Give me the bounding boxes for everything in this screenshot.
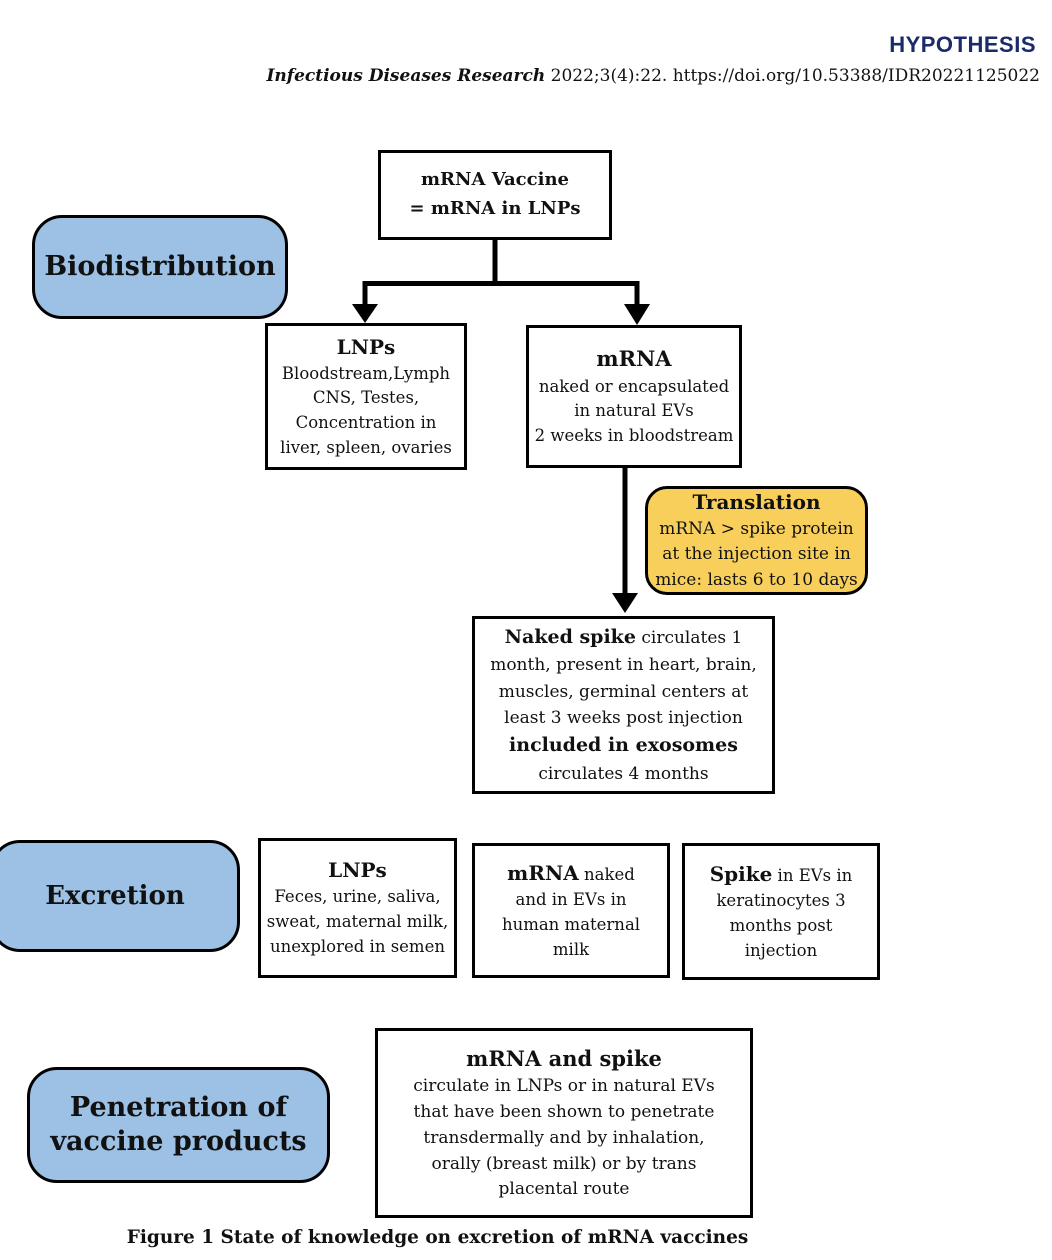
node-line: milk bbox=[552, 939, 590, 959]
node-mrna-vaccine: mRNA Vaccine = mRNA in LNPs bbox=[378, 150, 612, 240]
node-line: in natural EVs bbox=[574, 401, 694, 421]
node-title: LNPs bbox=[328, 858, 387, 883]
stage-label-text: Excretion bbox=[45, 880, 185, 911]
node-line: Bloodstream,Lymph bbox=[281, 363, 451, 383]
node-naked-spike: Naked spike circulates 1 month, present … bbox=[472, 616, 775, 794]
node-line: months post bbox=[729, 916, 833, 936]
arrowhead-down bbox=[612, 593, 638, 613]
arrowhead-left bbox=[352, 304, 378, 323]
node-bold-line: included in exosomes bbox=[509, 734, 738, 757]
node-mrna-excretion: mRNA naked and in EVs in human maternal … bbox=[472, 843, 670, 978]
citation-details: 2022;3(4):22. https://doi.org/10.53388/I… bbox=[545, 66, 1040, 86]
node-line: CNS, Testes, bbox=[312, 388, 420, 408]
node-title: LNPs bbox=[336, 334, 396, 359]
node-mrna-biodistribution: mRNA naked or encapsulated in natural EV… bbox=[526, 325, 742, 468]
node-bold-text: Spike bbox=[709, 862, 773, 887]
journal-name: Infectious Diseases Research bbox=[266, 66, 546, 86]
node-line: Spike in EVs in bbox=[685, 859, 877, 889]
node-line: mRNA naked bbox=[475, 858, 667, 888]
node-line: at the injection site in bbox=[662, 544, 851, 565]
node-line: keratinocytes 3 bbox=[716, 891, 846, 911]
node-title: Translation bbox=[692, 489, 821, 514]
node-line: orally (breast milk) or by trans bbox=[431, 1153, 697, 1174]
stage-label-excretion: Excretion bbox=[0, 840, 240, 952]
citation-line: Infectious Diseases Research 2022;3(4):2… bbox=[266, 66, 1040, 86]
node-bold-text: mRNA bbox=[507, 861, 579, 886]
stage-label-text: vaccine products bbox=[50, 1126, 307, 1157]
node-text: circulates 1 bbox=[635, 627, 743, 648]
node-translation: Translation mRNA > spike protein at the … bbox=[645, 486, 868, 595]
node-line: placental route bbox=[498, 1179, 630, 1200]
node-line: that have been shown to penetrate bbox=[413, 1102, 715, 1122]
node-line: Concentration in bbox=[295, 413, 437, 432]
stage-label-text: Biodistribution bbox=[44, 251, 276, 283]
node-line: circulates 4 months bbox=[538, 763, 709, 784]
node-line: mRNA > spike protein bbox=[659, 518, 854, 539]
node-line: mice: lasts 6 to 10 days bbox=[655, 569, 858, 590]
node-line: 2 weeks in bloodstream bbox=[534, 426, 734, 446]
node-line: sweat, maternal milk, bbox=[266, 912, 449, 932]
node-text: in EVs in bbox=[772, 866, 853, 886]
node-line: least 3 weeks post injection bbox=[504, 708, 743, 728]
node-line: = mRNA in LNPs bbox=[409, 198, 581, 219]
stage-label-text: Penetration of bbox=[69, 1092, 288, 1124]
node-lnps-biodistribution: LNPs Bloodstream,Lymph CNS, Testes, Conc… bbox=[265, 323, 467, 470]
node-lnps-excretion: LNPs Feces, urine, saliva, sweat, matern… bbox=[258, 838, 457, 978]
node-text: naked bbox=[578, 865, 635, 885]
node-line: unexplored in semen bbox=[270, 936, 445, 956]
node-mrna-and-spike: mRNA and spike circulate in LNPs or in n… bbox=[375, 1028, 753, 1218]
node-bold-text: Naked spike bbox=[504, 625, 636, 648]
stage-label-biodistribution: Biodistribution bbox=[32, 215, 288, 319]
stage-label-penetration: Penetration of vaccine products bbox=[27, 1067, 330, 1183]
node-line: transdermally and by inhalation, bbox=[423, 1127, 705, 1148]
arrowhead-right bbox=[624, 304, 650, 325]
node-line: naked or encapsulated bbox=[538, 376, 730, 396]
node-title: mRNA bbox=[596, 346, 672, 372]
node-line: month, present in heart, brain, bbox=[490, 655, 757, 676]
node-line: muscles, germinal centers at bbox=[498, 681, 749, 702]
node-line: and in EVs in bbox=[515, 890, 627, 910]
node-line: mRNA Vaccine bbox=[421, 169, 569, 191]
node-line: injection bbox=[744, 940, 818, 960]
node-line: circulate in LNPs or in natural EVs bbox=[413, 1076, 715, 1097]
node-line: liver, spleen, ovaries bbox=[280, 437, 452, 457]
figure-caption: Figure 1 State of knowledge on excretion… bbox=[126, 1227, 749, 1248]
node-spike-excretion: Spike in EVs in keratinocytes 3 months p… bbox=[682, 843, 880, 980]
node-line: human maternal bbox=[501, 915, 641, 935]
article-type-label: HYPOTHESIS bbox=[889, 32, 1036, 57]
node-title: mRNA and spike bbox=[466, 1045, 662, 1071]
node-paragraph: Naked spike circulates 1 month, present … bbox=[475, 617, 772, 793]
node-line: Feces, urine, saliva, bbox=[274, 887, 441, 907]
